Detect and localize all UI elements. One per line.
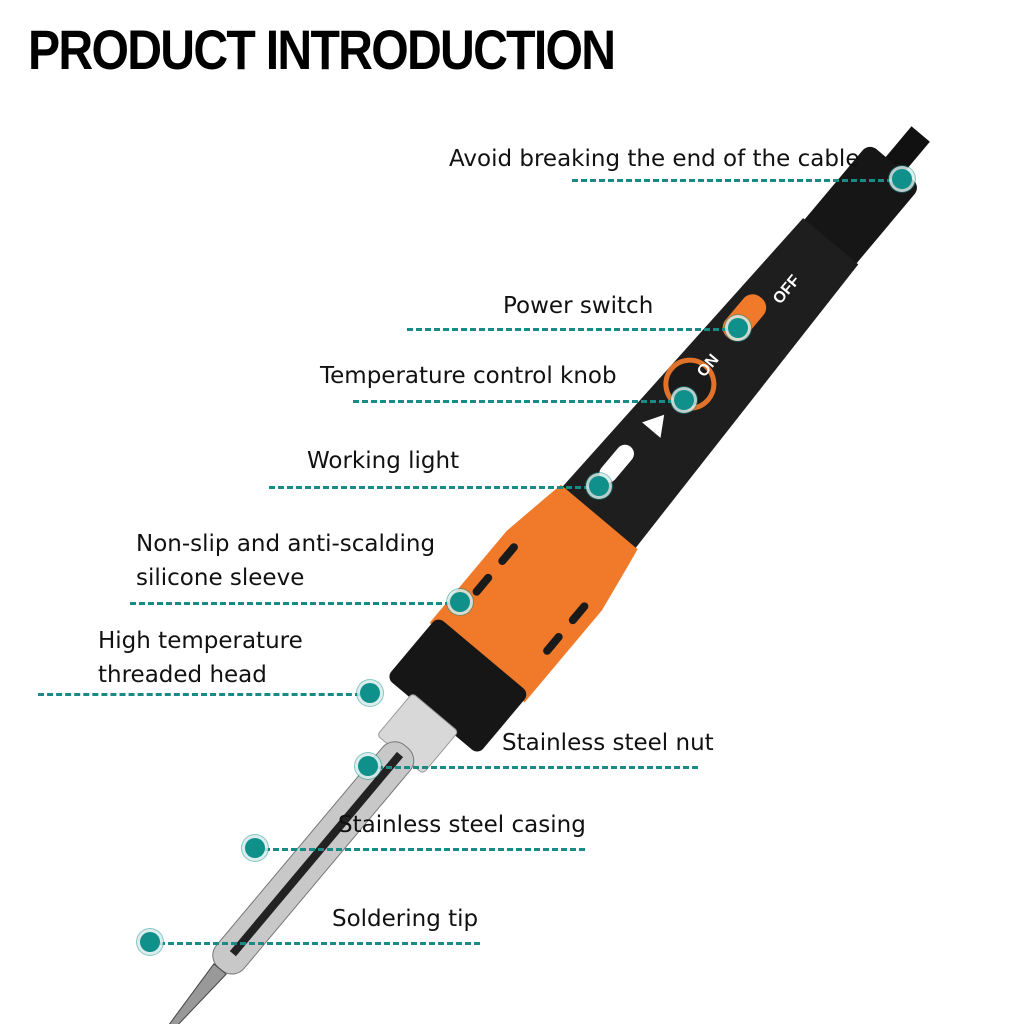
leader-line: [255, 848, 585, 851]
leader-line: [38, 693, 370, 696]
soldering-tip: [164, 963, 227, 1024]
arrow-indicator: [642, 414, 665, 438]
callout-steel-casing: Stainless steel casing: [338, 812, 586, 838]
leader-line: [368, 766, 698, 769]
leader-line: [407, 328, 737, 331]
page-title: PRODUCT INTRODUCTION: [28, 18, 616, 81]
silicone-sleeve: [429, 484, 638, 703]
callout-cable-end: Avoid breaking the end of the cable: [449, 146, 860, 172]
leader-line: [572, 179, 902, 182]
rear-cap: [802, 146, 917, 267]
callout-dot: [589, 476, 609, 496]
callout-dot: [140, 932, 160, 952]
callout-steel-nut: Stainless steel nut: [502, 730, 714, 756]
leader-line: [269, 486, 599, 489]
callout-silicone-sleeve-line2: silicone sleeve: [136, 565, 305, 591]
callout-dot: [450, 592, 470, 612]
callout-silicone-sleeve-line1: Non-slip and anti-scalding: [136, 531, 436, 557]
callout-dot: [358, 756, 378, 776]
threaded-head: [389, 619, 527, 752]
callout-dot: [892, 169, 912, 189]
callout-working-light: Working light: [307, 448, 460, 474]
leader-line: [353, 400, 683, 403]
leader-line: [150, 942, 480, 945]
callout-dot: [728, 318, 748, 338]
callout-soldering-tip: Soldering tip: [332, 906, 479, 932]
leader-line: [130, 602, 460, 605]
callout-temperature-knob: Temperature control knob: [320, 363, 617, 389]
callout-power-switch: Power switch: [503, 293, 654, 319]
callout-threaded-head-line2: threaded head: [98, 662, 267, 688]
working-light: [599, 444, 634, 483]
callout-dot: [360, 683, 380, 703]
callout-dot: [674, 390, 694, 410]
callout-threaded-head-line1: High temperature: [98, 628, 303, 654]
callout-dot: [245, 838, 265, 858]
